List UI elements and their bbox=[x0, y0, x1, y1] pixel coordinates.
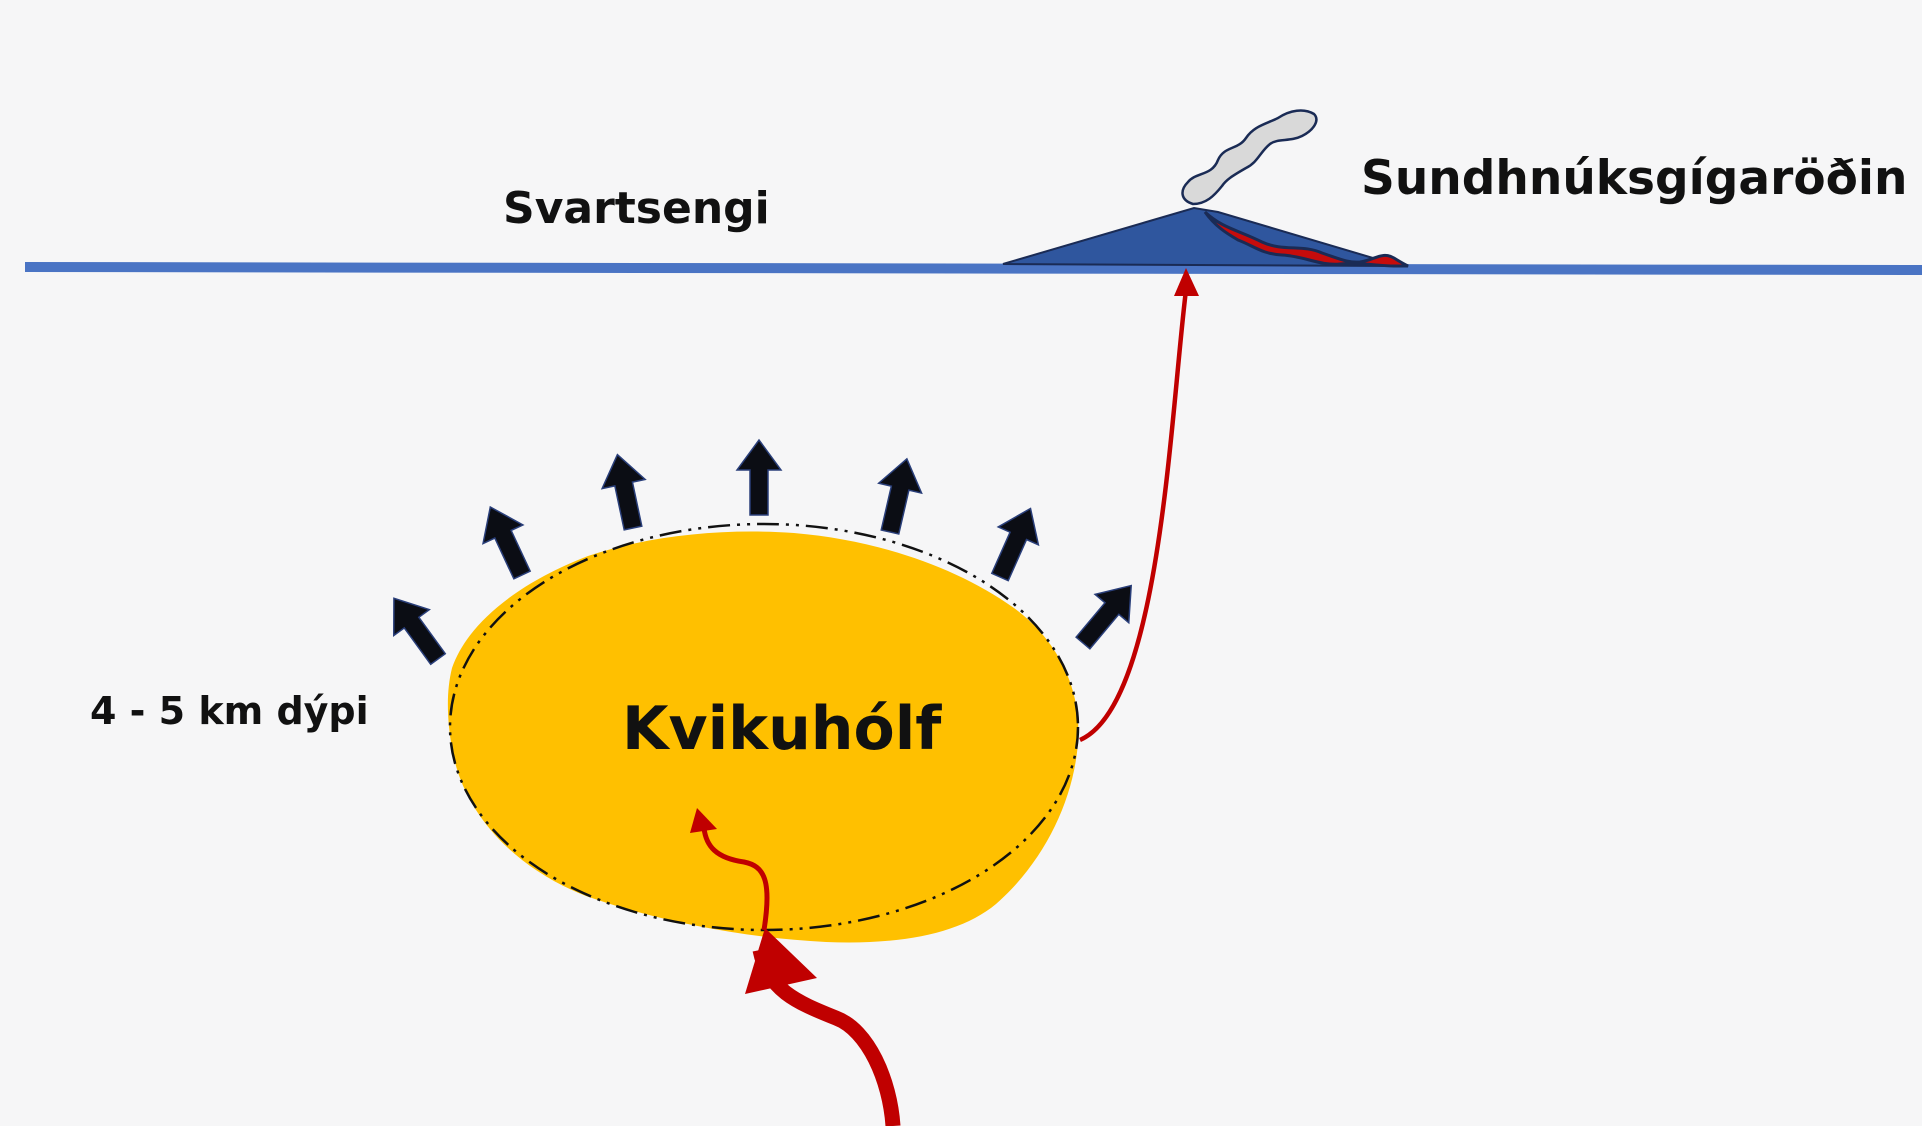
crater-row-label: Sundhnúksgígaröðin bbox=[1361, 151, 1908, 206]
uplift-arrow-icon bbox=[482, 505, 532, 580]
uplift-arrows-group bbox=[392, 438, 1133, 666]
uplift-arrow-icon bbox=[735, 438, 783, 516]
magma-inflow-inner-arrowhead bbox=[690, 808, 717, 833]
uplift-arrow-icon bbox=[600, 453, 647, 531]
magma-path-to-surface bbox=[1079, 289, 1189, 743]
volcano-cone-icon bbox=[1002, 206, 1401, 267]
ground-surface-line bbox=[24, 262, 1922, 275]
magma-inflow-inner-path bbox=[701, 827, 770, 931]
svartsengi-label: Svartsengi bbox=[503, 183, 770, 234]
lava-flow-icon bbox=[1203, 210, 1409, 268]
uplift-arrow-icon bbox=[877, 457, 923, 535]
uplift-arrow-icon bbox=[1075, 584, 1133, 650]
magma-path-arrowhead bbox=[1174, 268, 1199, 296]
magma-chamber-blob bbox=[447, 531, 1079, 943]
uplift-arrow-icon bbox=[990, 507, 1040, 582]
uplift-arrow-icon bbox=[392, 597, 447, 666]
depth-label: 4 - 5 km dýpi bbox=[90, 689, 369, 733]
steam-plume-icon bbox=[1181, 109, 1318, 206]
magma-inflow-deep-arrowhead bbox=[745, 928, 817, 994]
magma-chamber-label: Kvikuhólf bbox=[622, 694, 942, 764]
